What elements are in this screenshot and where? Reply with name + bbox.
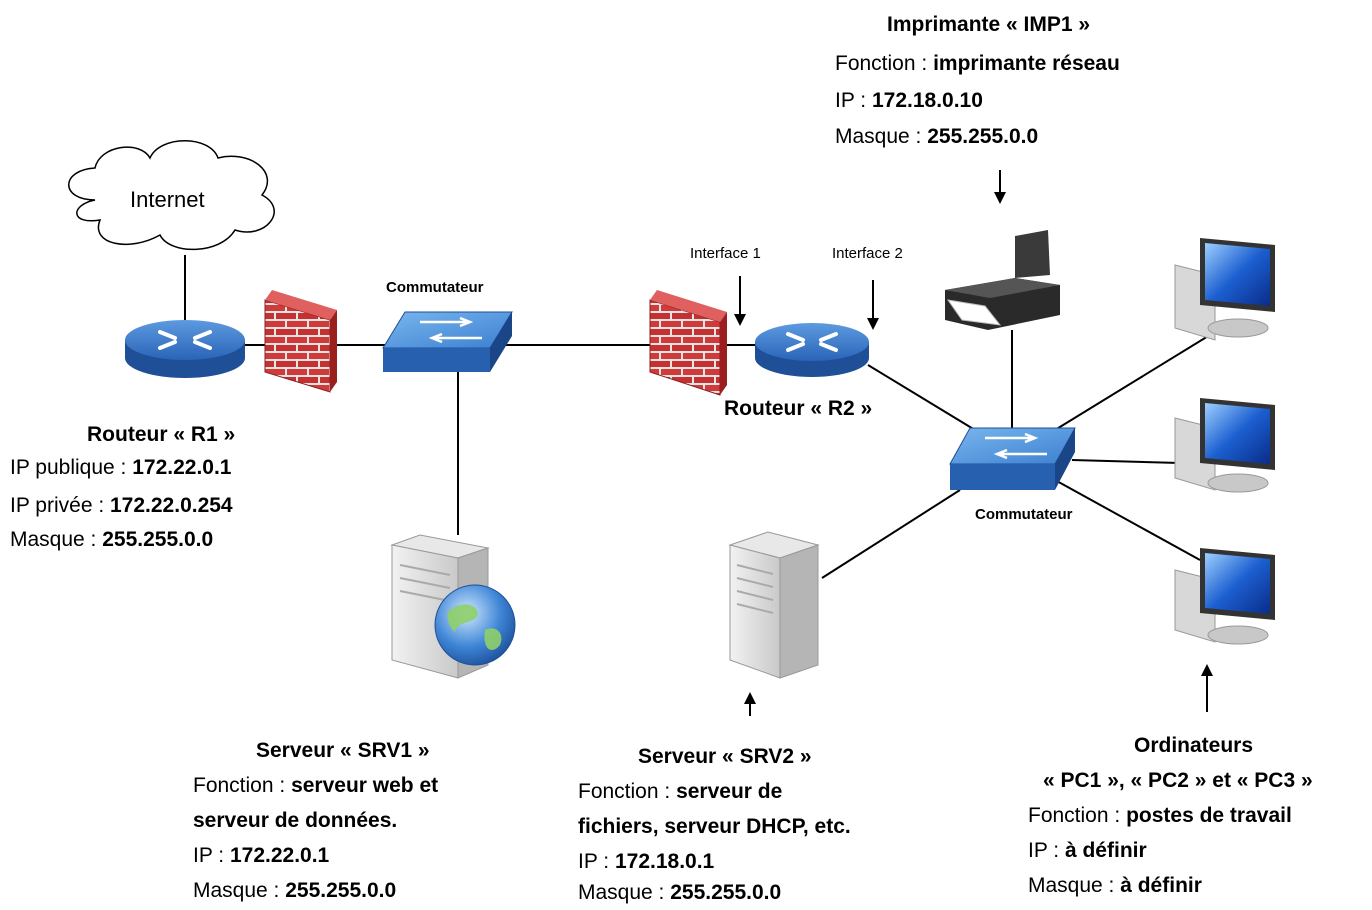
- imp1-function-line: Fonction : imprimante réseau: [835, 47, 1120, 80]
- printer-icon: [945, 230, 1060, 330]
- imp1-mask-label: Masque :: [835, 125, 928, 148]
- pcs-mask-label: Masque :: [1028, 874, 1121, 897]
- srv1-mask-value: 255.255.0.0: [285, 879, 397, 902]
- pc3-icon: [1174, 548, 1275, 645]
- router-r1-title: Routeur « R1 »: [87, 423, 236, 446]
- interface-1-label: Interface 1: [690, 245, 761, 262]
- printer-imp1-title: Imprimante « IMP1 »: [887, 13, 1091, 36]
- srv2-function-label: Fonction :: [578, 780, 677, 803]
- firewall-2-icon: [649, 290, 727, 396]
- switch-1-label: Commutateur: [386, 279, 484, 296]
- link-r2-switch2: [867, 364, 976, 431]
- globe-icon: [434, 584, 516, 666]
- imp1-ip-line: IP : 172.18.0.10: [835, 84, 983, 117]
- interface-2-label: Interface 2: [832, 245, 903, 262]
- link-switch2-pc2: [1071, 459, 1181, 464]
- switch-2-icon: [949, 427, 1076, 490]
- r1-mask-line: Masque : 255.255.0.0: [10, 523, 213, 556]
- pc1-icon: [1174, 238, 1275, 341]
- connections: [184, 255, 1219, 579]
- arrow-interface-2: [867, 280, 879, 330]
- srv2-function-value-1: serveur de: [676, 780, 783, 803]
- router-r1-icon: [125, 320, 245, 378]
- server-srv1-title: Serveur « SRV1 »: [256, 739, 430, 762]
- srv1-mask-line: Masque : 255.255.0.0: [193, 874, 396, 907]
- router-r2-title: Routeur « R2 »: [724, 397, 873, 420]
- srv2-function-line: Fonction : serveur de: [578, 775, 782, 808]
- firewall-1-icon: [264, 290, 337, 393]
- imp1-mask-line: Masque : 255.255.0.0: [835, 120, 1038, 153]
- imp1-function-value: imprimante réseau: [933, 52, 1120, 75]
- switch-1-icon: [382, 311, 513, 372]
- r1-public-ip-line: IP publique : 172.22.0.1: [10, 451, 231, 484]
- arrow-interface-1: [734, 276, 746, 326]
- srv2-mask-label: Masque :: [578, 881, 671, 904]
- imp1-ip-label: IP :: [835, 89, 872, 112]
- router-r2-icon: [755, 323, 869, 377]
- server-srv2-icon: [728, 531, 820, 679]
- pcs-mask-line: Masque : à définir: [1028, 869, 1202, 902]
- pcs-title-1: Ordinateurs: [1134, 734, 1254, 757]
- server-srv2-title: Serveur « SRV2 »: [638, 745, 812, 768]
- srv1-mask-label: Masque :: [193, 879, 286, 902]
- srv1-ip-label: IP :: [193, 844, 230, 867]
- srv1-function-value-1: serveur web et: [291, 774, 439, 797]
- pcs-ip-line: IP : à définir: [1028, 834, 1147, 867]
- srv1-function-label: Fonction :: [193, 774, 292, 797]
- pcs-title-2: « PC1 », « PC2 » et « PC3 »: [1043, 769, 1313, 792]
- r1-mask-value: 255.255.0.0: [102, 528, 214, 551]
- arrow-srv2: [744, 692, 756, 716]
- arrow-pcs: [1201, 664, 1213, 712]
- internet-cloud-icon: [68, 140, 275, 251]
- pcs-function-line: Fonction : postes de travail: [1028, 799, 1292, 832]
- pcs-ip-value: à définir: [1064, 839, 1147, 862]
- imp1-mask-value: 255.255.0.0: [927, 125, 1039, 148]
- srv2-mask-line: Masque : 255.255.0.0: [578, 876, 781, 909]
- srv1-function-value-2: serveur de données.: [193, 809, 398, 832]
- arrow-printer: [994, 170, 1006, 204]
- srv1-function-line: Fonction : serveur web et: [193, 769, 438, 802]
- r1-mask-label: Masque :: [10, 528, 103, 551]
- srv2-function-value-2: fichiers, serveur DHCP, etc.: [578, 815, 851, 838]
- r1-private-ip-line: IP privée : 172.22.0.254: [10, 489, 233, 522]
- r1-private-ip-label: IP privée :: [10, 494, 110, 517]
- pcs-ip-label: IP :: [1028, 839, 1065, 862]
- pc2-icon: [1174, 398, 1275, 493]
- srv2-ip-label: IP :: [578, 850, 615, 873]
- srv2-mask-value: 255.255.0.0: [670, 881, 782, 904]
- srv1-ip-value: 172.22.0.1: [229, 844, 330, 867]
- internet-label: Internet: [130, 187, 205, 212]
- srv2-ip-value: 172.18.0.1: [614, 850, 715, 873]
- r1-public-ip-label: IP publique :: [10, 456, 133, 479]
- link-switch2-srv2: [821, 489, 961, 579]
- pcs-function-label: Fonction :: [1028, 804, 1127, 827]
- pcs-mask-value: à définir: [1120, 874, 1202, 897]
- link-switch2-pc3: [1054, 479, 1201, 561]
- arrows: [734, 170, 1213, 716]
- link-switch2-pc1: [1054, 329, 1219, 431]
- switch-2-label: Commutateur: [975, 506, 1073, 523]
- imp1-ip-value: 172.18.0.10: [871, 89, 983, 112]
- srv1-ip-line: IP : 172.22.0.1: [193, 839, 329, 872]
- r1-public-ip-value: 172.22.0.1: [132, 456, 232, 479]
- imp1-function-label: Fonction :: [835, 52, 934, 75]
- srv2-ip-line: IP : 172.18.0.1: [578, 845, 714, 878]
- r1-private-ip-value: 172.22.0.254: [110, 494, 233, 517]
- pcs-function-value: postes de travail: [1126, 804, 1292, 827]
